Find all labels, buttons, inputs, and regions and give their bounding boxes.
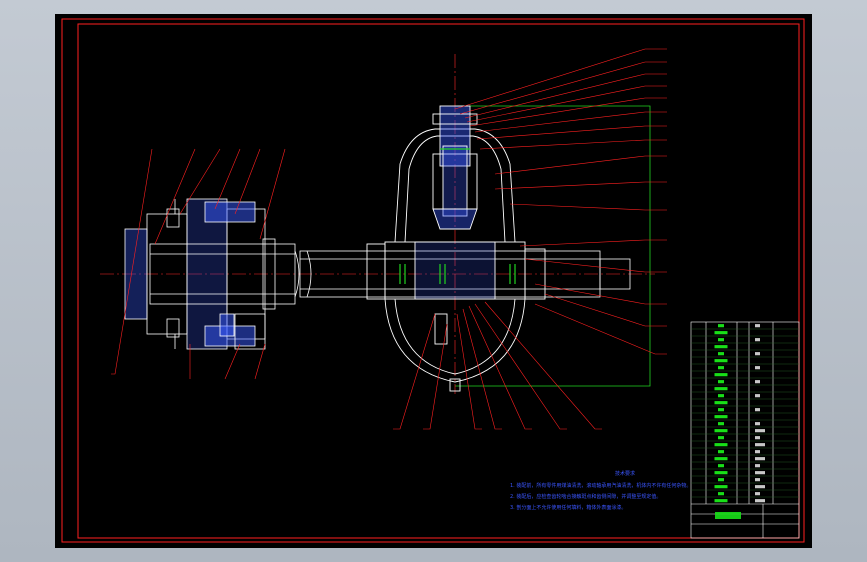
bom-material-glyphs xyxy=(755,492,760,496)
bom-name-glyphs xyxy=(714,485,728,489)
bom-name-glyphs xyxy=(714,359,728,363)
assembly-drawing xyxy=(61,18,805,543)
leader-lines-left xyxy=(111,148,286,380)
technical-notes-title: 技术要求 xyxy=(614,471,635,477)
bom-material-glyphs xyxy=(755,408,760,412)
bom-material-glyphs xyxy=(755,478,760,482)
bom-material-glyphs xyxy=(755,450,760,454)
bom-name-glyphs xyxy=(714,471,728,475)
bom-name-glyphs xyxy=(714,499,728,503)
bom-name-glyphs xyxy=(714,443,728,447)
bom-name-glyphs xyxy=(718,422,724,426)
bom-rows xyxy=(691,328,799,498)
bom-name-glyphs xyxy=(714,429,728,433)
bom-marks xyxy=(714,324,765,503)
bom-name-glyphs xyxy=(718,366,724,370)
bom-material-glyphs xyxy=(755,380,760,384)
bom-material-glyphs xyxy=(755,443,765,447)
technical-note-line: 2. 装配后，应检查齿轮啮合接触斑点和齿侧间隙，并调整至规定值。 xyxy=(510,494,662,500)
bom-material-glyphs xyxy=(755,394,760,398)
bom-name-glyphs xyxy=(714,331,728,335)
inner-frame xyxy=(77,23,800,539)
drawing-sheet[interactable]: 技术要求 1. 装配前，所有零件用煤油清洗，滚动轴承用汽油清洗，机体内不许有任何… xyxy=(55,14,812,548)
bom-name-glyphs xyxy=(718,492,724,496)
bom-name-glyphs xyxy=(714,387,728,391)
bom-name-glyphs xyxy=(718,408,724,412)
bom-name-glyphs xyxy=(714,457,728,461)
gear-housing xyxy=(366,105,546,392)
bom-name-glyphs xyxy=(718,450,724,454)
bom-material-glyphs xyxy=(755,499,765,503)
bom-name-glyphs xyxy=(714,415,728,419)
bom-name-glyphs xyxy=(718,464,724,468)
bom-name-glyphs xyxy=(714,345,728,349)
bom-material-glyphs xyxy=(755,464,760,468)
technical-notes: 技术要求 1. 装配前，所有零件用煤油清洗，滚动轴承用汽油清洗，机体内不许有任何… xyxy=(510,469,740,514)
bom-name-glyphs xyxy=(718,478,724,482)
bom-material-glyphs xyxy=(755,457,765,461)
bom-material-glyphs xyxy=(755,324,760,328)
bom-name-glyphs xyxy=(718,394,724,398)
left-hub-assembly xyxy=(124,198,296,350)
bom-material-glyphs xyxy=(755,338,760,342)
bom-name-glyphs xyxy=(718,436,724,440)
bom-name-glyphs xyxy=(718,324,724,328)
leader-lines-bottom xyxy=(393,301,602,430)
bom-name-glyphs xyxy=(714,401,728,405)
tolerance-marks xyxy=(399,148,516,284)
bom-material-glyphs xyxy=(755,485,765,489)
technical-note-line: 1. 装配前，所有零件用煤油清洗，滚动轴承用汽油清洗，机体内不许有任何杂物。 xyxy=(510,483,692,489)
bom-material-glyphs xyxy=(755,352,760,356)
outer-frame xyxy=(61,18,805,543)
bom-material-glyphs xyxy=(755,422,760,426)
drive-shaft xyxy=(294,250,631,298)
bom-name-glyphs xyxy=(718,380,724,384)
bom-material-glyphs xyxy=(755,436,760,440)
bom-material-glyphs xyxy=(755,429,765,433)
bom-material-glyphs xyxy=(755,366,760,370)
bom-name-glyphs xyxy=(718,352,724,356)
technical-note-line: 3. 剖分面上不允许使用任何填料，箱体外表面涂漆。 xyxy=(510,505,627,511)
bom-name-glyphs xyxy=(714,373,728,377)
green-boundary xyxy=(455,105,651,387)
title-block-stamp xyxy=(715,512,741,519)
leader-lines-right xyxy=(454,48,667,355)
bom-name-glyphs xyxy=(718,338,724,342)
bom-material-glyphs xyxy=(755,471,765,475)
